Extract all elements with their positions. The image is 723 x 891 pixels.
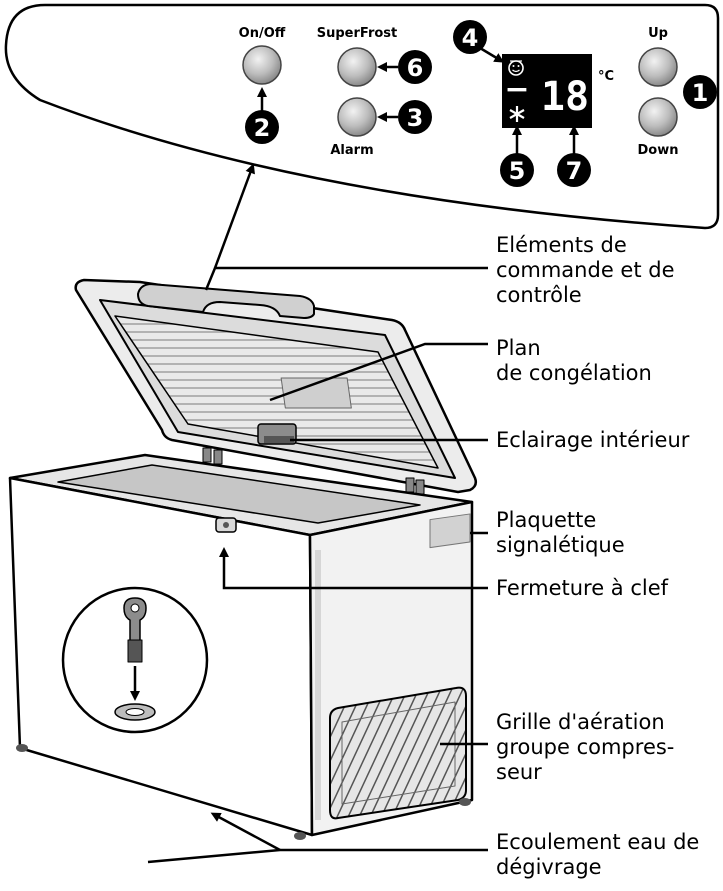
alarm-label: Alarm: [330, 143, 373, 158]
label-controls: Eléments de commande et de contrôle: [496, 233, 675, 307]
control-panel: On/Off SuperFrost Alarm Up Down: [4, 3, 720, 230]
minus-sign: −: [504, 72, 529, 107]
freezer-lid[interactable]: [74, 278, 478, 494]
svg-text:2: 2: [254, 114, 271, 142]
chest-freezer: [8, 278, 478, 840]
callout-6: 6: [398, 50, 432, 84]
label-freezing-plate: Plan de congélation: [496, 336, 652, 385]
alarm-button[interactable]: [337, 97, 377, 137]
leader-lines: [147, 163, 488, 864]
svg-text:5: 5: [509, 157, 526, 185]
label-interior-light: Eclairage intérieur: [496, 428, 690, 452]
temperature-display: − 18: [502, 54, 592, 128]
on-off-button[interactable]: [242, 45, 282, 85]
label-vent-grille: Grille d'aération groupe compres- seur: [496, 710, 675, 784]
callout-2: 2: [245, 110, 279, 144]
superfrost-button[interactable]: [337, 47, 377, 87]
up-button[interactable]: [638, 47, 678, 87]
svg-text:6: 6: [407, 54, 424, 82]
celsius-unit: °C: [598, 69, 614, 84]
label-drain: Ecoulement eau de dégivrage: [496, 830, 700, 879]
freezing-plate: [280, 377, 352, 409]
down-label: Down: [638, 143, 679, 158]
drain-plug-inset: [61, 586, 209, 734]
down-button[interactable]: [638, 97, 678, 137]
callout-5: 5: [500, 153, 534, 187]
on-off-label: On/Off: [239, 26, 286, 41]
up-label: Up: [648, 26, 668, 41]
drain-plug-icon: [123, 597, 147, 663]
smiley-icon: [508, 60, 524, 76]
label-lock: Fermeture à clef: [496, 576, 669, 600]
svg-text:3: 3: [407, 104, 424, 132]
svg-text:4: 4: [462, 24, 479, 52]
callout-1: 1: [683, 75, 717, 109]
frost-icon: [509, 106, 525, 122]
label-rating-plate: Plaquette signalétique: [496, 508, 625, 557]
interior-light[interactable]: [257, 423, 297, 445]
rating-plate: [429, 513, 471, 549]
callout-7: 7: [557, 153, 591, 187]
key-lock[interactable]: [215, 517, 237, 533]
svg-text:7: 7: [566, 157, 583, 185]
svg-text:1: 1: [692, 79, 709, 107]
vent-grille: [329, 686, 467, 820]
callout-4: 4: [453, 20, 487, 54]
superfrost-label: SuperFrost: [317, 26, 398, 41]
temperature-value: 18: [541, 74, 589, 120]
callout-3: 3: [398, 100, 432, 134]
